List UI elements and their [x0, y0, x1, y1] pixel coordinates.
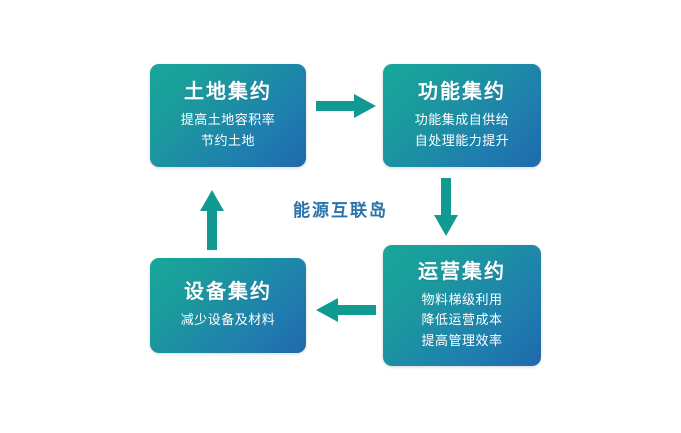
arrow-left-icon	[314, 296, 376, 324]
arrow-right-icon	[316, 92, 378, 120]
node-equipment[interactable]: 设备集约 减少设备及材料	[150, 258, 306, 353]
node-land-line-1: 提高土地容积率	[180, 112, 276, 128]
arrow-up-icon	[198, 188, 226, 250]
node-operation[interactable]: 运营集约 物料梯级利用 降低运营成本 提高管理效率	[383, 245, 541, 366]
node-equipment-lines: 减少设备及材料	[181, 310, 276, 330]
node-land[interactable]: 土地集约 提高土地容积率 节约土地	[150, 64, 306, 167]
node-operation-line-1: 物料梯级利用	[421, 292, 503, 308]
arrow-down-icon	[432, 178, 460, 238]
node-land-title: 土地集约	[184, 81, 272, 104]
node-operation-lines: 物料梯级利用 降低运营成本 提高管理效率	[421, 290, 502, 350]
node-land-lines: 提高土地容积率 节约土地	[181, 110, 276, 150]
node-function-line-1: 功能集成自供给	[414, 112, 510, 128]
node-operation-line-2: 降低运营成本	[421, 312, 503, 328]
node-function-line-2: 自处理能力提升	[414, 132, 510, 148]
node-equipment-line-1: 减少设备及材料	[180, 312, 276, 328]
node-land-line-2: 节约土地	[200, 132, 255, 148]
node-function-title: 功能集约	[418, 81, 506, 104]
node-function[interactable]: 功能集约 功能集成自供给 自处理能力提升	[383, 64, 541, 167]
node-equipment-title: 设备集约	[184, 281, 272, 304]
node-operation-title: 运营集约	[418, 261, 506, 284]
node-function-lines: 功能集成自供给 自处理能力提升	[415, 110, 510, 150]
node-operation-line-3: 提高管理效率	[421, 332, 503, 348]
center-label: 能源互联岛	[293, 201, 388, 220]
